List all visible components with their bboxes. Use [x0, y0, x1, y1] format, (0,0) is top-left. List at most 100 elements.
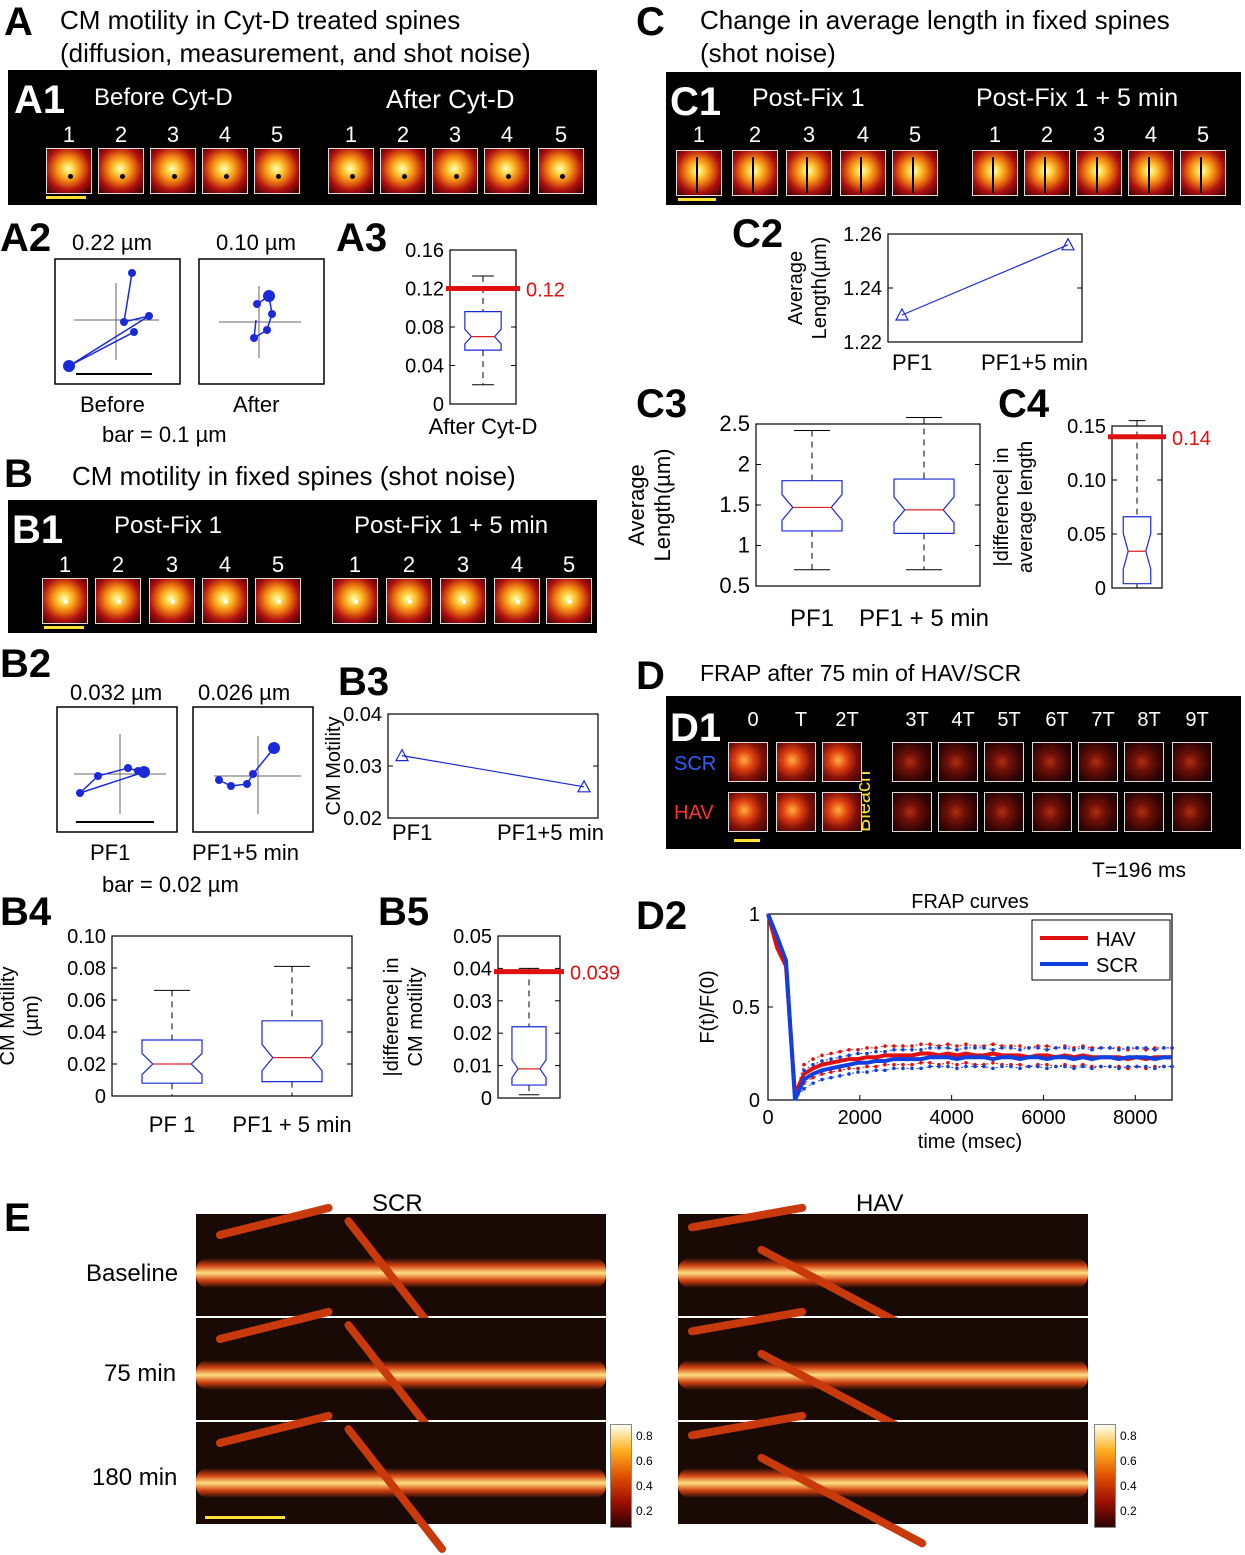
center-of-mass-marker — [172, 174, 177, 179]
frame-number: 3 — [165, 552, 179, 577]
y-tick-label: 0.5 — [732, 997, 760, 1019]
center-of-mass-marker — [568, 600, 572, 604]
x-tick-label: 2000 — [838, 1107, 883, 1129]
legend-label: SCR — [1096, 955, 1138, 977]
y-tick-label: 0.5 — [719, 573, 750, 598]
frame-number: 3 — [802, 122, 816, 147]
frap-tile-hav — [776, 792, 816, 832]
data-point — [576, 779, 592, 793]
a2-after-caption: After — [233, 392, 280, 417]
spine-tile — [98, 148, 144, 194]
y-tick-label: 1 — [749, 904, 760, 926]
y-tick-label: 0.08 — [67, 958, 106, 980]
error-band-point — [829, 1051, 833, 1056]
b2-left-value: 0.032 µm — [70, 680, 163, 705]
error-band-point — [955, 1044, 959, 1048]
error-band-point — [1144, 1046, 1148, 1050]
error-band-point — [856, 1051, 860, 1056]
frap-frame-label: 5T — [997, 709, 1021, 731]
frame-number: 5 — [270, 122, 284, 147]
error-band-point — [1000, 1064, 1004, 1069]
y-tick-label: 1 — [738, 533, 750, 558]
series-line — [901, 244, 1069, 316]
error-band-point — [910, 1062, 914, 1067]
spine-tile — [150, 148, 196, 194]
error-band-point — [991, 1047, 995, 1052]
panel-c2-label: C2 — [732, 212, 784, 256]
y-tick-label: 0 — [481, 1088, 492, 1110]
error-band-point — [838, 1074, 842, 1078]
center-of-mass-marker — [120, 174, 125, 179]
legend-label: HAV — [1096, 929, 1136, 951]
error-band-point — [838, 1049, 842, 1054]
error-band-point — [820, 1059, 824, 1063]
error-band-point — [1045, 1066, 1049, 1071]
error-band-point — [964, 1046, 968, 1050]
error-band-point — [1162, 1046, 1166, 1050]
error-band-point — [838, 1068, 842, 1073]
error-band-point — [865, 1064, 869, 1069]
error-band-point — [1027, 1046, 1031, 1050]
error-band-point — [811, 1081, 815, 1086]
frap-frame-label: 2T — [835, 709, 859, 731]
frap-tile-hav — [1032, 792, 1072, 832]
panel-a2-label: A2 — [0, 216, 52, 260]
error-band-point — [1108, 1064, 1112, 1069]
spine-tile — [1128, 150, 1174, 196]
y-tick-label: 1.26 — [843, 224, 882, 246]
error-band-point — [946, 1064, 950, 1069]
box — [261, 1020, 323, 1083]
error-band-point — [820, 1053, 824, 1058]
frap-frame-label: 6T — [1045, 709, 1069, 731]
center-of-mass-marker — [402, 174, 407, 179]
center-of-mass-marker — [462, 600, 466, 604]
threshold-label: 0.12 — [526, 280, 565, 302]
error-band-point — [991, 1042, 995, 1046]
x-category-label: PF 1 — [149, 1112, 195, 1137]
frap-tile-hav — [892, 792, 932, 832]
spine-length-line — [1200, 157, 1202, 193]
error-band-point — [829, 1070, 833, 1074]
x-category-label: PF1 + 5 min — [232, 1112, 351, 1137]
b2-left-caption: PF1 — [90, 840, 131, 865]
error-band-point — [1081, 1046, 1085, 1050]
spine-tile — [46, 148, 92, 194]
series-line — [401, 755, 585, 788]
error-band-point — [1126, 1046, 1130, 1050]
spine-length-line — [696, 157, 698, 193]
branch — [687, 1203, 807, 1232]
section-letter-a: A — [4, 0, 33, 44]
data-point — [1060, 237, 1076, 251]
error-band-point — [892, 1047, 896, 1052]
x-tick-label: 4000 — [929, 1107, 974, 1129]
frap-tile-scr — [892, 742, 932, 782]
spine-tile — [840, 150, 886, 196]
spine-length-line — [752, 157, 754, 193]
error-band-point — [928, 1064, 932, 1069]
dendrite — [678, 1468, 1088, 1498]
y-tick-label: 0.05 — [453, 926, 492, 948]
frame-number: 1 — [692, 122, 706, 147]
spine-tile — [149, 578, 195, 624]
y-tick-label: 0.04 — [67, 1022, 106, 1044]
section-d-title: FRAP after 75 min of HAV/SCR — [700, 660, 1022, 686]
error-band-point — [919, 1042, 923, 1046]
frame-number: 2 — [396, 122, 410, 147]
frap-tile-hav — [728, 792, 768, 832]
y-tick-label: 0.05 — [1067, 524, 1106, 546]
error-band-line — [767, 913, 1172, 1102]
center-of-mass-marker — [224, 600, 228, 604]
frame-number: 3 — [456, 552, 470, 577]
box — [464, 310, 502, 351]
d1-row-scr: SCR — [674, 753, 717, 775]
e-col-hav: HAV — [856, 1190, 904, 1217]
center-of-mass-marker — [276, 174, 281, 179]
error-band-point — [1170, 1064, 1174, 1069]
colorbar-tick: 0.4 — [1120, 1479, 1137, 1493]
error-band-point — [1153, 1066, 1157, 1071]
error-band-point — [892, 1066, 896, 1071]
series-line — [766, 913, 1172, 1101]
y-tick-label: 1.22 — [843, 332, 882, 354]
x-category-label: PF1 + 5 min — [859, 605, 989, 632]
